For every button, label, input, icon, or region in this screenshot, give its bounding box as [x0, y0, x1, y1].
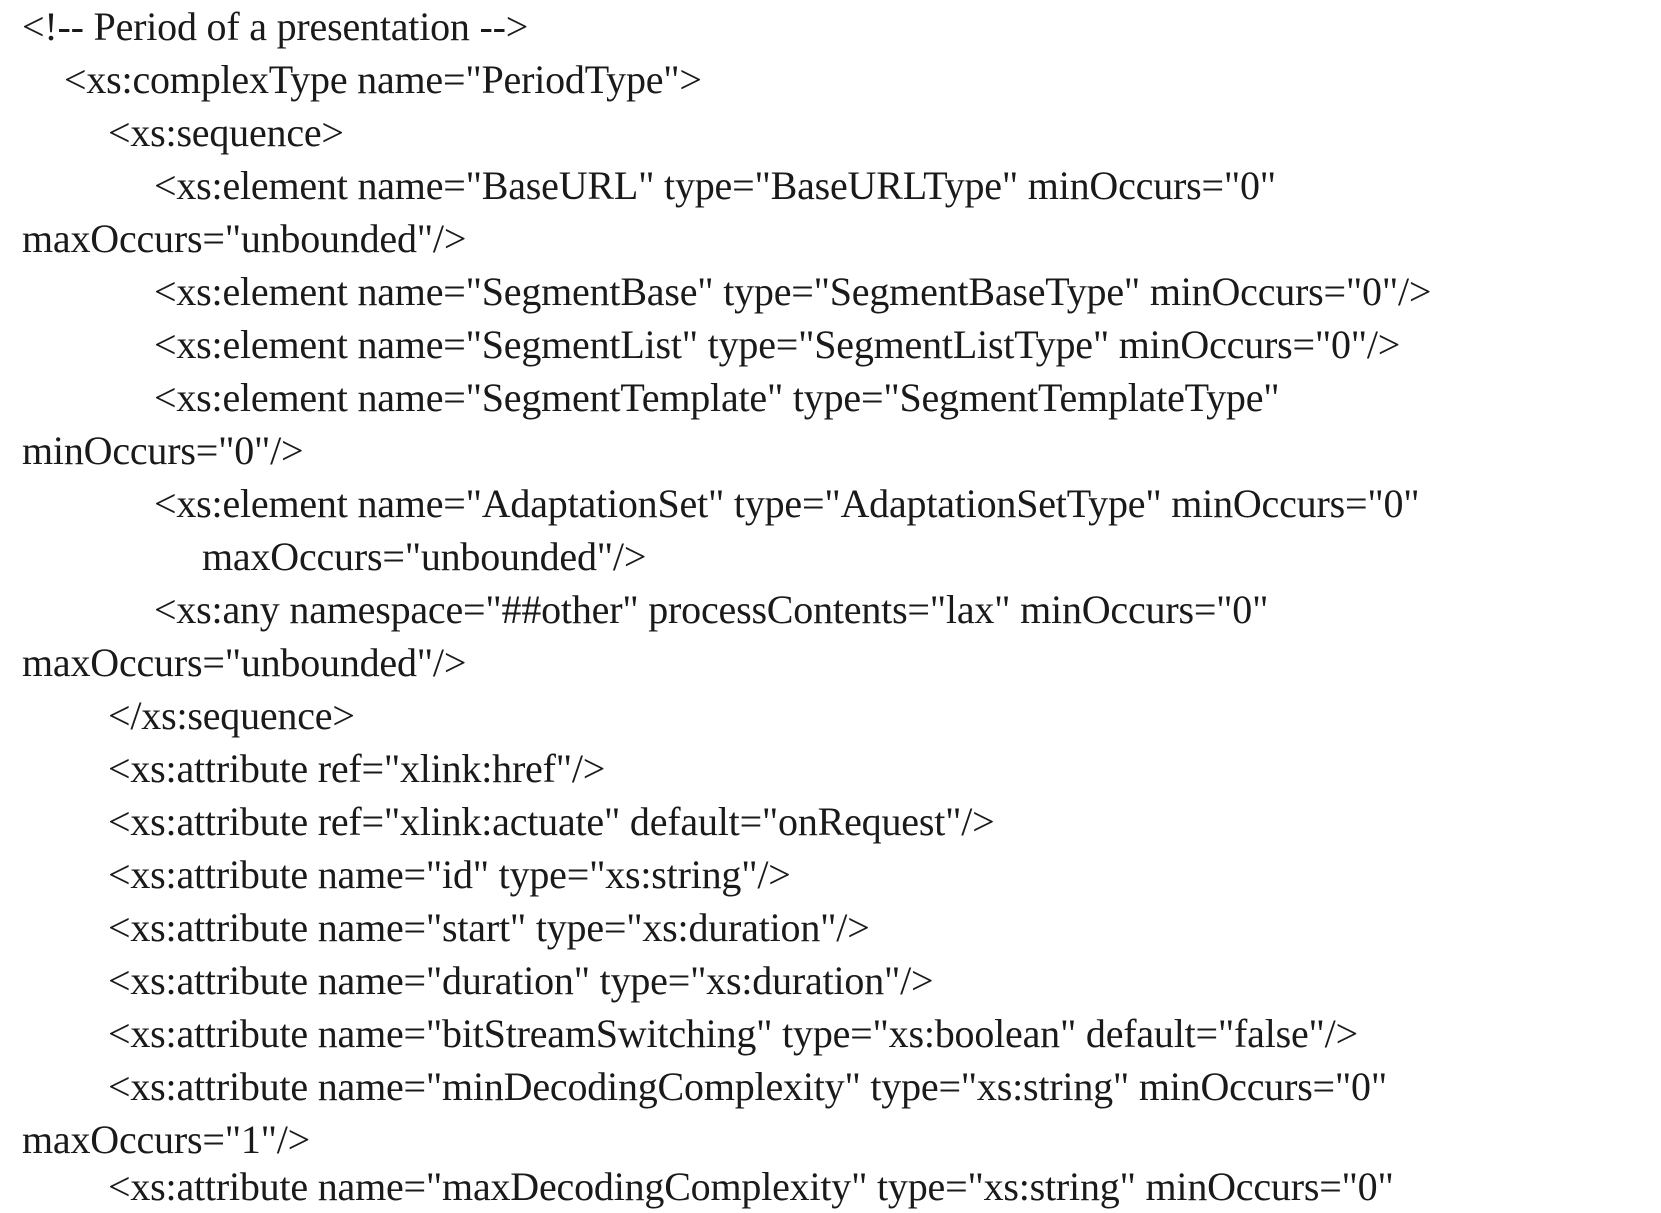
code-line: <xs:attribute name="minDecodingComplexit… [108, 1060, 1387, 1113]
code-line: <xs:attribute name="bitStreamSwitching" … [108, 1007, 1358, 1060]
code-line: maxOccurs="unbounded"/> [22, 636, 466, 689]
code-line: <xs:element name="BaseURL" type="BaseURL… [154, 159, 1276, 212]
code-line: <xs:element name="SegmentBase" type="Seg… [154, 265, 1431, 318]
code-line: <xs:attribute ref="xlink:href"/> [108, 742, 605, 795]
code-line: maxOccurs="unbounded"/> [202, 530, 646, 583]
code-line: maxOccurs="unbounded"/> [22, 212, 466, 265]
code-line: <xs:sequence> [108, 106, 344, 159]
code-line: minOccurs="0"/> [22, 424, 303, 477]
code-line: <!-- Period of a presentation --> [22, 0, 528, 53]
code-line: <xs:attribute ref="xlink:actuate" defaul… [108, 795, 995, 848]
code-line: <xs:element name="SegmentList" type="Seg… [154, 318, 1400, 371]
code-line: <xs:any namespace="##other" processConte… [154, 583, 1268, 636]
code-line: <xs:attribute name="duration" type="xs:d… [108, 954, 933, 1007]
code-line: <xs:element name="AdaptationSet" type="A… [154, 477, 1419, 530]
code-line: <xs:attribute name="start" type="xs:dura… [108, 901, 870, 954]
code-line: <xs:element name="SegmentTemplate" type=… [154, 371, 1279, 424]
code-line: <xs:complexType name="PeriodType"> [64, 53, 702, 106]
code-line: <xs:attribute name="id" type="xs:string"… [108, 848, 791, 901]
code-line: </xs:sequence> [108, 689, 355, 742]
code-line: <xs:attribute name="maxDecodingComplexit… [108, 1160, 1394, 1213]
code-line: maxOccurs="1"/> [22, 1113, 310, 1166]
